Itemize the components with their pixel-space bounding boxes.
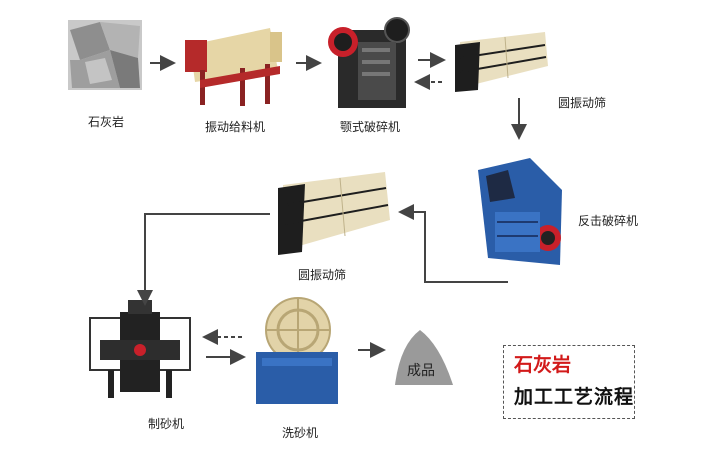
jaw-crusher-image bbox=[328, 17, 410, 108]
label-vibrating-feeder: 振动给料机 bbox=[205, 120, 266, 134]
sand-maker-image bbox=[89, 300, 191, 398]
label-impact-crusher: 反击破碎机 bbox=[578, 214, 639, 228]
label-vibrating-screen-2: 圆振动筛 bbox=[298, 268, 347, 282]
label-product: 成品 bbox=[407, 363, 435, 379]
product-pile bbox=[395, 330, 453, 385]
label-vibrating-screen-1: 圆振动筛 bbox=[558, 96, 607, 110]
arrow-screen2-to-sand-maker bbox=[137, 213, 270, 306]
limestone-image bbox=[68, 20, 142, 90]
title-line-2: 加工工艺流程 bbox=[514, 386, 635, 408]
sand-washer-image bbox=[256, 297, 338, 404]
title-line-1: 石灰岩 bbox=[514, 354, 572, 376]
vibrating-screen-2-image bbox=[278, 172, 390, 255]
label-jaw-crusher: 颚式破碎机 bbox=[340, 120, 401, 134]
vibrating-feeder-image bbox=[185, 28, 282, 106]
label-limestone: 石灰岩 bbox=[88, 115, 125, 129]
process-title-box: 石灰岩 加工工艺流程 bbox=[503, 345, 635, 419]
label-sand-washer: 洗砂机 bbox=[282, 426, 319, 440]
vibrating-screen-1-image bbox=[455, 32, 548, 92]
label-sand-maker: 制砂机 bbox=[148, 417, 185, 431]
arrow-impact-to-screen2 bbox=[398, 204, 508, 283]
impact-crusher-image bbox=[478, 158, 562, 265]
